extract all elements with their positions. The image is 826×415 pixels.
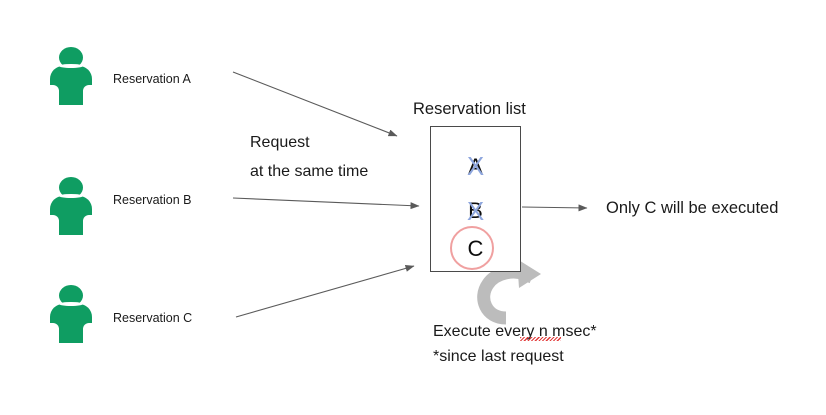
arrow-reservation-a-to-list [232,71,398,137]
label-reservation-a: Reservation A [113,72,191,86]
person-right-notch [83,215,94,236]
person-head [59,285,83,306]
spellcheck-squiggle-msec [520,337,561,341]
person-right-notch [83,323,94,344]
label-reservation-b: Reservation B [113,193,192,207]
queue-item-a-strike-icon: X [466,151,485,181]
reservation-list-title: Reservation list [413,100,526,118]
execute-note-line1: Execute every n msec* [433,323,597,340]
person-left-notch [48,215,59,236]
person-neck-gap [59,302,83,306]
result-label: Only C will be executed [606,199,779,217]
queue-item-a-letter: A [468,154,483,179]
queue-item-c-letter: C [467,236,484,261]
arrow-list-to-result [521,204,588,212]
person-neck-gap [59,194,83,198]
person-neck-gap [59,64,83,68]
queue-item-c-highlight-circle-icon [450,226,494,270]
request-note-line1: Request [250,134,310,151]
person-icon-reservation-b [48,177,94,236]
person-left-notch [48,323,59,344]
arrow-reservation-c-to-list [235,264,415,318]
arrow-reservation-b-to-list [232,197,420,210]
queue-item-b-letter: B [468,198,483,223]
person-head [59,177,83,198]
label-reservation-c: Reservation C [113,311,193,325]
execute-note-line2: *since last request [433,348,564,365]
request-note-line2: at the same time [250,163,369,180]
person-left-notch [48,85,59,106]
person-head [59,47,83,68]
person-right-notch [83,85,94,106]
person-icon-reservation-a [48,47,94,106]
person-icon-reservation-c [48,285,94,344]
queue-item-b-strike-icon: X [466,196,485,226]
